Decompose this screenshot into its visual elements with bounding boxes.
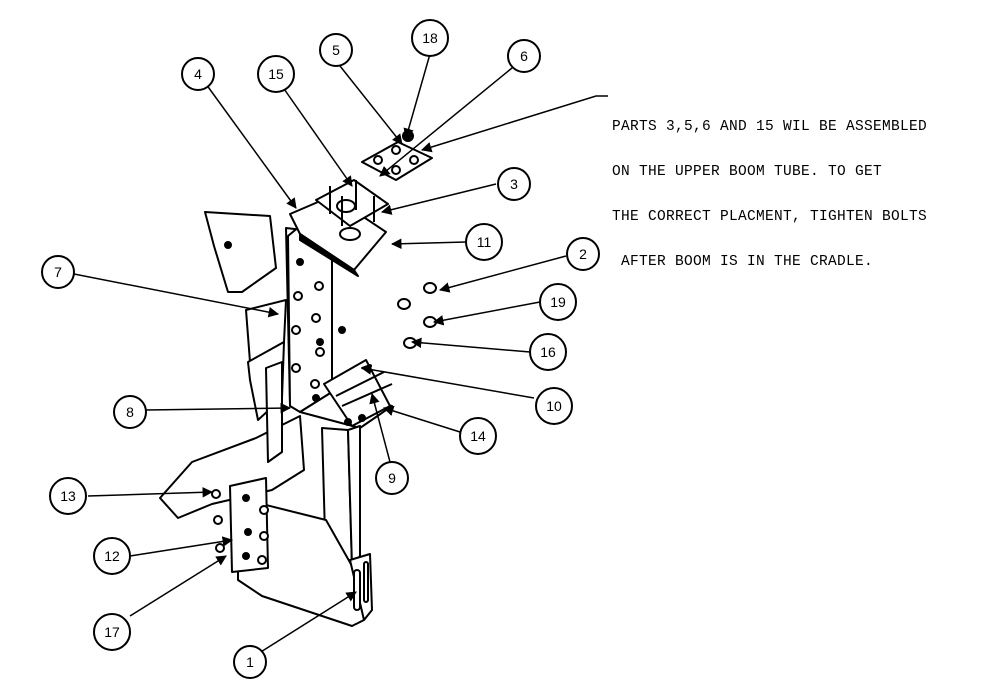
svg-text:6: 6 [520, 48, 528, 64]
callout-13: 13 [49, 477, 87, 515]
callout-14: 14 [459, 417, 497, 455]
svg-text:1: 1 [246, 654, 254, 670]
callout-8: 8 [113, 395, 147, 429]
callout-9: 9 [375, 461, 409, 495]
svg-text:8: 8 [126, 404, 134, 420]
callout-6: 6 [507, 39, 541, 73]
svg-text:19: 19 [550, 294, 566, 310]
svg-text:4: 4 [194, 66, 202, 82]
svg-text:13: 13 [60, 488, 76, 504]
callout-7: 7 [41, 255, 75, 289]
svg-text:10: 10 [546, 398, 562, 414]
svg-text:14: 14 [470, 428, 486, 444]
callout-18: 18 [411, 19, 449, 57]
svg-text:17: 17 [104, 624, 120, 640]
callout-1: 1 [233, 645, 267, 679]
assembly-note-line-2: ON THE UPPER BOOM TUBE. TO GET [612, 164, 883, 180]
assembly-note-line-4: AFTER BOOM IS IN THE CRADLE. [612, 254, 874, 270]
svg-text:7: 7 [54, 264, 62, 280]
callout-2: 2 [566, 237, 600, 271]
svg-text:5: 5 [332, 42, 340, 58]
assembly-note-line-3: THE CORRECT PLACMENT, TIGHTEN BOLTS [612, 209, 928, 225]
assembly-note-line-1: PARTS 3,5,6 AND 15 WIL BE ASSEMBLED [612, 119, 928, 135]
callout-16: 16 [529, 333, 567, 371]
callout-12: 12 [93, 537, 131, 575]
callout-5: 5 [319, 33, 353, 67]
svg-text:9: 9 [388, 470, 396, 486]
svg-text:2: 2 [579, 246, 587, 262]
svg-text:16: 16 [540, 344, 556, 360]
callout-11: 11 [465, 223, 503, 261]
callout-19: 19 [539, 283, 577, 321]
callout-15: 15 [257, 55, 295, 93]
callout-17: 17 [93, 613, 131, 651]
leader-lines [73, 53, 608, 661]
callout-3: 3 [497, 167, 531, 201]
callout-balloons: 1 2 3 4 5 6 7 8 9 10 11 12 13 14 15 16 1… [41, 19, 600, 679]
svg-text:15: 15 [268, 66, 284, 82]
svg-text:12: 12 [104, 548, 120, 564]
callout-4: 4 [181, 57, 215, 91]
bracket-assembly-drawing [159, 130, 437, 627]
svg-text:18: 18 [422, 30, 438, 46]
assembly-note: PARTS 3,5,6 AND 15 WIL BE ASSEMBLED ON T… [612, 90, 927, 285]
callout-10: 10 [535, 387, 573, 425]
svg-text:3: 3 [510, 176, 518, 192]
svg-text:11: 11 [477, 234, 492, 250]
